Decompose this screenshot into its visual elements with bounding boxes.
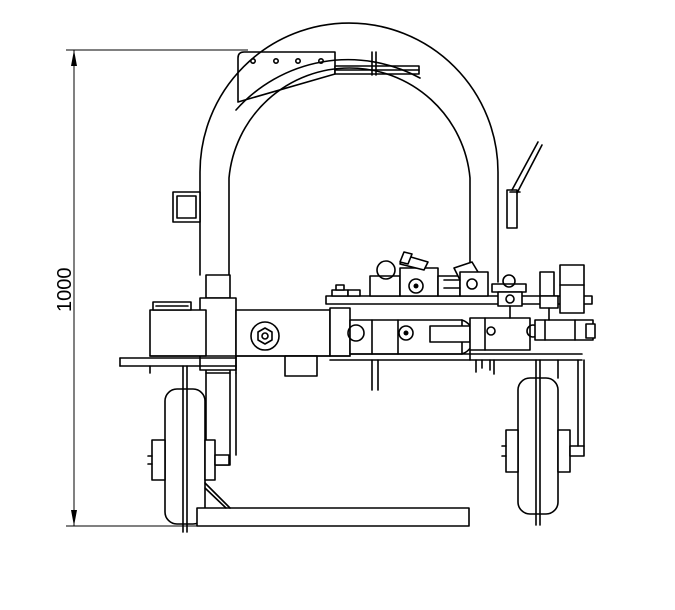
height-dimension: 1000 [54, 49, 248, 527]
left-wheel [147, 365, 237, 533]
main-beam [119, 301, 351, 377]
handle-lever [506, 141, 543, 229]
hydraulic-cylinder [329, 317, 596, 391]
top-bracket [237, 51, 420, 103]
dimension-label: 1000 [54, 268, 76, 313]
upper-mechanism [325, 251, 593, 375]
u-handle [199, 22, 499, 283]
left-bracket [172, 191, 201, 223]
right-wheel [501, 359, 585, 526]
base-plate [196, 482, 470, 527]
